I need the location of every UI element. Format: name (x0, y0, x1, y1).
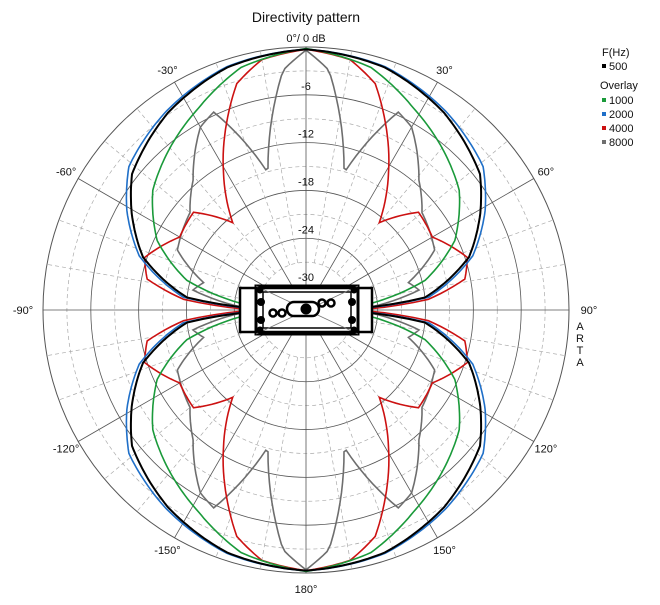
grid-spoke (136, 346, 276, 512)
angle-label: 180° (295, 584, 318, 596)
grid-spoke (336, 346, 476, 512)
legend-swatch-8000 (602, 140, 606, 144)
angle-label: 60° (538, 167, 555, 179)
grid-spoke (313, 50, 353, 263)
legend-label-1000: 1000 (609, 95, 633, 107)
grid-spoke (259, 357, 299, 570)
angle-labels: -30° 30° -60° 60° -90° 90° -120° 120° -150° 150° 1… (13, 65, 597, 596)
grid-spoke (313, 357, 353, 570)
radial-tick-label: -24 (298, 224, 314, 236)
grid-spoke (350, 326, 554, 401)
legend-swatch-1000 (602, 98, 606, 102)
grid-spoke (136, 108, 276, 274)
legend-swatch-2000 (602, 112, 606, 116)
angle-label: 150° (433, 545, 456, 557)
grid-spoke (342, 140, 508, 280)
grid-spoke (104, 340, 270, 480)
legend-label-500: 500 (609, 61, 627, 73)
angle-label: 120° (535, 444, 558, 456)
grid-spoke (342, 340, 508, 480)
legend-overlay-header: Overlay (600, 80, 638, 92)
grid-spoke (215, 62, 290, 266)
legend-header: F(Hz) (602, 47, 630, 59)
angle-label: -120° (53, 444, 79, 456)
speaker-box-icon (238, 284, 374, 336)
grid-spoke (322, 354, 397, 558)
chart-title: Directivity pattern (252, 9, 360, 25)
radial-tick-labels: -6 -12 -18 -24 -30 (298, 81, 314, 284)
grid-spoke (174, 309, 307, 538)
legend-swatch-500 (602, 64, 606, 68)
angle-label: 90° (581, 305, 598, 317)
angle-label: 30° (436, 65, 453, 77)
radial-tick-label: -12 (298, 129, 314, 141)
legend-label-2000: 2000 (609, 109, 633, 121)
series-curves (125, 47, 487, 573)
grid-spoke (305, 309, 438, 538)
legend-swatch-4000 (602, 126, 606, 130)
radial-tick-label: -30 (298, 272, 314, 284)
grid-spoke (215, 354, 290, 558)
angle-label: -90° (13, 305, 33, 317)
grid-spoke (259, 50, 299, 263)
legend-label-8000: 8000 (609, 137, 633, 149)
grid-spoke (58, 326, 262, 401)
grid-spoke (104, 140, 270, 280)
grid-spoke (174, 82, 307, 311)
top-label: 0°/ 0 dB (286, 33, 325, 45)
series-curve-500 (129, 48, 483, 572)
grid-spoke (350, 219, 554, 294)
angle-label: -150° (154, 545, 180, 557)
legend-label-4000: 4000 (609, 123, 633, 135)
radial-tick-label: -18 (298, 176, 314, 188)
angle-label: -30° (157, 65, 177, 77)
grid-spoke (336, 108, 476, 274)
grid-spoke (322, 62, 397, 266)
grid-spoke (305, 82, 438, 311)
angle-label: -60° (56, 167, 76, 179)
legend: F(Hz) 500 1000 2000 4000 8000 Overlay (600, 47, 638, 149)
polar-grid (42, 46, 570, 574)
radial-tick-label: -6 (301, 81, 311, 93)
grid-spoke (58, 219, 262, 294)
